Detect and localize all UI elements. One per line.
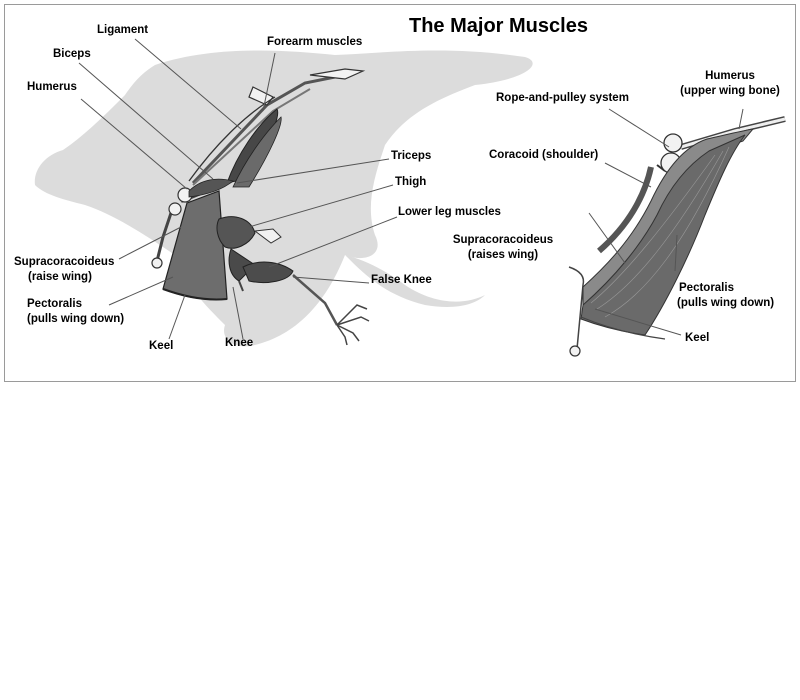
label-false-knee: False Knee — [371, 274, 432, 286]
right-anatomy — [568, 116, 786, 357]
label-pectoralis-right-line1: Pectoralis — [679, 282, 734, 294]
label-pectoralis-left-line2: (pulls wing down) — [27, 313, 125, 325]
muscle-diagram-figure: The Major Muscles Ligament Forearm muscl… — [4, 4, 796, 382]
label-supracoracoideus-left: Supracoracoideus (raise wing) — [14, 255, 114, 285]
label-keel-right: Keel — [685, 332, 710, 344]
label-knee: Knee — [225, 337, 254, 349]
label-humerus-right-line1: Humerus — [705, 70, 755, 82]
left-leader-lines — [78, 38, 398, 340]
left-anatomy — [151, 68, 370, 346]
page-title: The Major Muscles — [409, 15, 588, 37]
label-supracoracoideus-right-line2: (raises wing) — [467, 249, 539, 261]
label-supracoracoideus-right-line1: Supracoracoideus — [452, 234, 554, 246]
label-supracoracoideus-left-line2: (raise wing) — [28, 271, 92, 283]
label-triceps: Triceps — [391, 150, 432, 162]
label-pectoralis-left-line1: Pectoralis — [27, 298, 82, 310]
label-supracoracoideus-right: Supracoracoideus (raises wing) — [445, 233, 561, 263]
label-thigh: Thigh — [395, 176, 427, 188]
label-pectoralis-left: Pectoralis (pulls wing down) — [27, 297, 124, 327]
label-biceps: Biceps — [53, 48, 91, 60]
label-coracoid: Coracoid (shoulder) — [489, 149, 599, 161]
label-forearm-muscles: Forearm muscles — [267, 36, 363, 48]
label-humerus-right-line2: (upper wing bone) — [680, 85, 780, 97]
label-supracoracoideus-left-line1: Supracoracoideus — [14, 256, 115, 268]
label-keel-left: Keel — [149, 340, 174, 352]
label-rope-and-pulley: Rope-and-pulley system — [496, 92, 629, 104]
label-humerus-right: Humerus (upper wing bone) — [665, 69, 795, 99]
label-ligament: Ligament — [97, 24, 149, 36]
label-pectoralis-right-line2: (pulls wing down) — [677, 297, 775, 309]
label-lower-leg-muscles: Lower leg muscles — [398, 206, 501, 218]
label-humerus: Humerus — [27, 81, 77, 93]
bird-silhouette — [34, 50, 533, 347]
illustration — [34, 38, 786, 357]
right-leader-lines — [588, 108, 744, 336]
label-pectoralis-right: Pectoralis (pulls wing down) — [677, 281, 774, 311]
